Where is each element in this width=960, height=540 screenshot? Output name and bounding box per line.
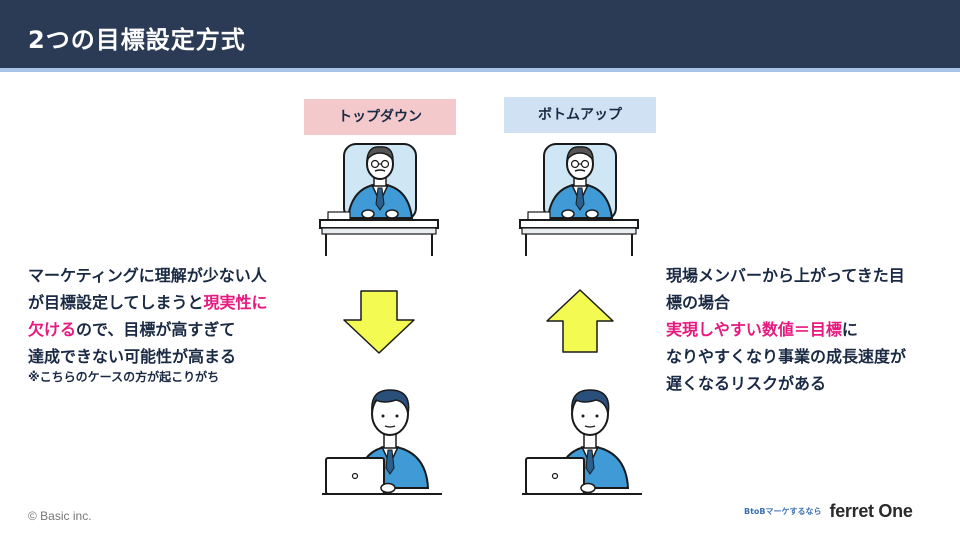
topdown-highlight-2: 欠ける (28, 320, 77, 339)
topdown-line-3: 欠けるので、目標が高すぎて (28, 316, 308, 343)
brand-wordmark: ferret One (829, 500, 913, 521)
topdown-line-2: が目標設定してしまうと現実性に (28, 289, 308, 316)
topdown-line-3-text: ので、目標が高すぎて (76, 320, 236, 339)
topdown-line-4: 達成できない可能性が高まる (28, 347, 237, 366)
topdown-line-1: マーケティングに理解が少ない人 (28, 266, 267, 285)
bottomup-line-3-text: に (841, 320, 858, 339)
topdown-note: ※こちらのケースの方が起こりがち (28, 370, 220, 384)
bottomup-highlight: 実現しやすい数値＝目標 (666, 320, 842, 339)
bottomup-line-3: 実現しやすい数値＝目標に (666, 316, 946, 343)
arrow-up-icon (546, 289, 614, 353)
worker-with-laptop-icon (522, 389, 643, 495)
brand-tagline: BtoBマーケするなら (744, 506, 822, 516)
bottomup-description: 現場メンバーから上がってきた目 標の場合 実現しやすい数値＝目標に なりやすくな… (666, 262, 946, 397)
manager-at-desk-icon (319, 143, 439, 257)
manager-at-desk-icon (519, 143, 639, 257)
arrow-down-icon (343, 290, 415, 354)
bottomup-line-5: 遅くなるリスクがある (666, 374, 827, 393)
copyright: © Basic inc. (28, 509, 92, 523)
worker-with-laptop-icon (322, 389, 443, 495)
slide-header: 2つの目標設定方式 (0, 0, 960, 72)
bottomup-line-2: 標の場合 (666, 293, 731, 312)
page-title: 2つの目標設定方式 (28, 26, 246, 54)
topdown-line-2-text: が目標設定してしまうと (28, 293, 204, 312)
bottomup-label: ボトムアップ (504, 97, 656, 133)
topdown-description: マーケティングに理解が少ない人 が目標設定してしまうと現実性に 欠けるので、目標… (28, 262, 308, 370)
bottomup-line-4: なりやすくなり事業の成長速度が (666, 347, 907, 366)
topdown-label: トップダウン (304, 99, 456, 135)
brand-logo: BtoBマーケするなら ferret One (744, 499, 913, 523)
topdown-highlight-1: 現実性に (203, 293, 268, 312)
bottomup-line-1: 現場メンバーから上がってきた目 (666, 266, 905, 285)
